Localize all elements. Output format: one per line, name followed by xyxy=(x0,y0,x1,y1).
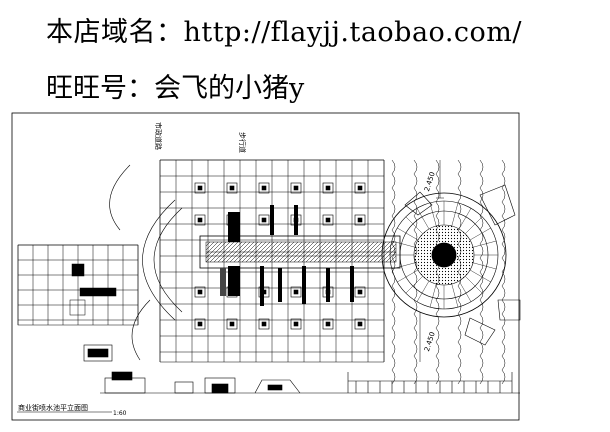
planter-square xyxy=(322,182,334,194)
fountain-ray xyxy=(469,227,491,241)
left-planter xyxy=(71,263,85,277)
planter-core xyxy=(357,289,363,295)
planter-core xyxy=(357,217,363,223)
wave-line xyxy=(479,159,484,385)
planter-core xyxy=(261,321,267,327)
planter-core xyxy=(293,321,299,327)
planter-square xyxy=(194,318,206,330)
fountain-ray xyxy=(405,276,423,294)
planter-square xyxy=(194,286,206,298)
fountain-ray xyxy=(451,283,459,308)
fountain-ray xyxy=(469,269,491,283)
planter-core xyxy=(357,185,363,191)
fountain-ray xyxy=(416,280,430,302)
fountain-ray xyxy=(416,208,430,230)
planter-core xyxy=(229,217,235,223)
planter-core xyxy=(293,289,299,295)
planter-core xyxy=(325,321,331,327)
fountain-ray xyxy=(391,240,416,248)
planter-square xyxy=(258,286,270,298)
planter-square xyxy=(322,286,334,298)
fountain-petals xyxy=(404,184,521,346)
planter-core xyxy=(261,217,267,223)
wave-line xyxy=(413,159,418,385)
planter-square xyxy=(226,318,238,330)
planter-square xyxy=(290,318,302,330)
fountain-ray xyxy=(451,202,459,227)
circular-fountain xyxy=(381,192,507,318)
fountain-ray xyxy=(465,216,483,234)
planter-core xyxy=(357,321,363,327)
wave-line xyxy=(391,159,396,385)
fountain-ray xyxy=(405,216,423,234)
left-section-detail xyxy=(83,344,113,362)
road-label-municipal: 市政道路 xyxy=(154,122,162,150)
planter-core xyxy=(229,289,235,295)
planter-square xyxy=(354,318,366,330)
fountain-ray xyxy=(429,283,437,308)
wave-line xyxy=(457,159,462,385)
planter-square xyxy=(226,214,238,226)
planter-square xyxy=(258,214,270,226)
fountain-ray xyxy=(458,208,472,230)
left-bench xyxy=(79,287,117,297)
planter-square xyxy=(354,182,366,194)
planter-core xyxy=(261,185,267,191)
elevation-sections xyxy=(100,371,520,394)
planter-square xyxy=(290,214,302,226)
dimension-lines xyxy=(419,160,444,362)
planter-core xyxy=(197,289,203,295)
planter-square xyxy=(194,182,206,194)
road-label-walkway: 步行道 xyxy=(238,132,246,153)
planter-core xyxy=(229,185,235,191)
planter-square xyxy=(258,182,270,194)
planter-square xyxy=(194,214,206,226)
planter-core xyxy=(197,217,203,223)
planter-core xyxy=(293,217,299,223)
sheet-frame xyxy=(11,112,520,421)
planter-core xyxy=(197,321,203,327)
planter-square xyxy=(322,214,334,226)
wangwang-id-banner: 旺旺号：会飞的小猪y xyxy=(46,73,305,104)
planter-core xyxy=(293,185,299,191)
planter-core xyxy=(325,217,331,223)
planter-squares xyxy=(194,182,366,330)
fountain-ray xyxy=(391,262,416,270)
fountain-ray xyxy=(465,276,483,294)
planter-square xyxy=(226,182,238,194)
planter-square xyxy=(354,286,366,298)
planter-core xyxy=(325,185,331,191)
fountain-ray xyxy=(472,240,497,248)
planter-core xyxy=(197,185,203,191)
left-planter-2 xyxy=(69,299,86,316)
planter-core xyxy=(229,321,235,327)
channel-feature-1 xyxy=(228,212,240,242)
fountain-ray xyxy=(458,280,472,302)
fountain-ray xyxy=(472,262,497,270)
planter-square xyxy=(322,318,334,330)
left-entrance-arcs xyxy=(109,164,183,361)
fountain-ray xyxy=(397,227,419,241)
wave-line xyxy=(501,159,506,385)
planter-square xyxy=(226,286,238,298)
fountain-ray xyxy=(429,202,437,227)
planter-square xyxy=(290,182,302,194)
plan-scale: 1:60 xyxy=(113,410,127,417)
planter-core xyxy=(325,289,331,295)
planter-square xyxy=(354,214,366,226)
shop-url-banner: 本店域名：http://flayjj.taobao.com/ xyxy=(46,17,522,48)
fountain-ray xyxy=(397,269,419,283)
planter-core xyxy=(261,289,267,295)
planter-square xyxy=(290,286,302,298)
plan-title: 商业街喷水池平立面图 xyxy=(18,404,88,412)
planter-square xyxy=(258,318,270,330)
left-small-grid xyxy=(17,244,139,326)
